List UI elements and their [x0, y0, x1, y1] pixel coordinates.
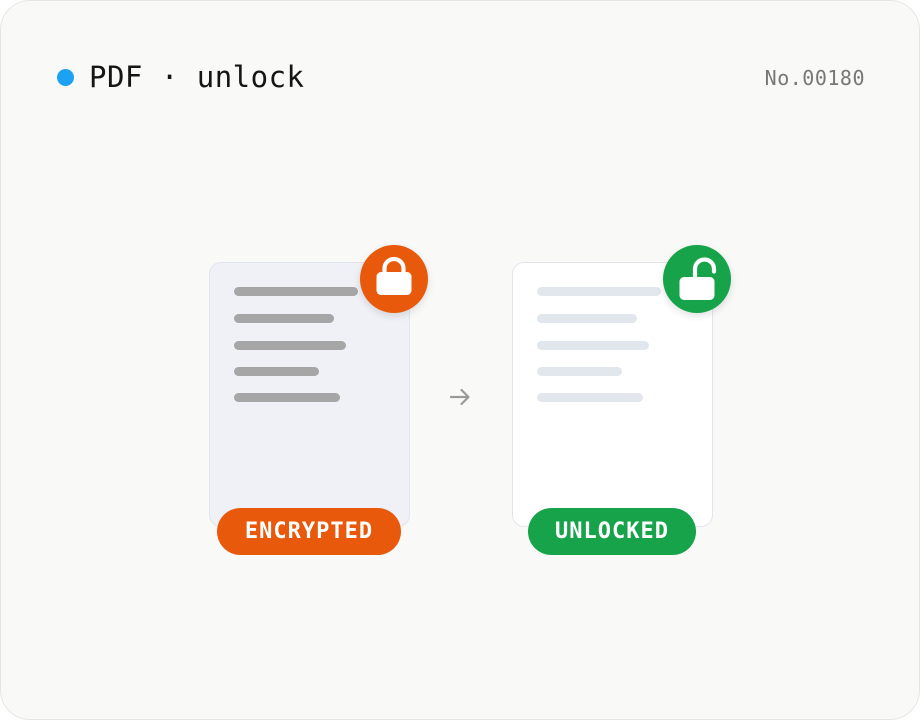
text-line	[537, 287, 661, 296]
encrypted-label: ENCRYPTED	[217, 508, 401, 555]
unlocked-label: UNLOCKED	[528, 508, 696, 555]
text-line	[234, 287, 358, 296]
text-line	[234, 367, 319, 376]
text-line	[234, 393, 340, 402]
text-line	[537, 314, 637, 323]
text-line	[537, 341, 649, 350]
text-line	[537, 367, 622, 376]
lock-closed-icon	[376, 256, 412, 295]
lock-badge	[360, 245, 428, 313]
lock-open-icon	[679, 257, 717, 300]
text-line	[234, 341, 346, 350]
document-number: No.00180	[764, 66, 865, 90]
arrow-right-icon	[449, 388, 470, 406]
text-line	[537, 393, 643, 402]
unlock-badge	[663, 245, 731, 313]
page-title: PDF · unlock	[89, 60, 305, 94]
status-dot	[57, 69, 74, 86]
text-line	[234, 314, 334, 323]
